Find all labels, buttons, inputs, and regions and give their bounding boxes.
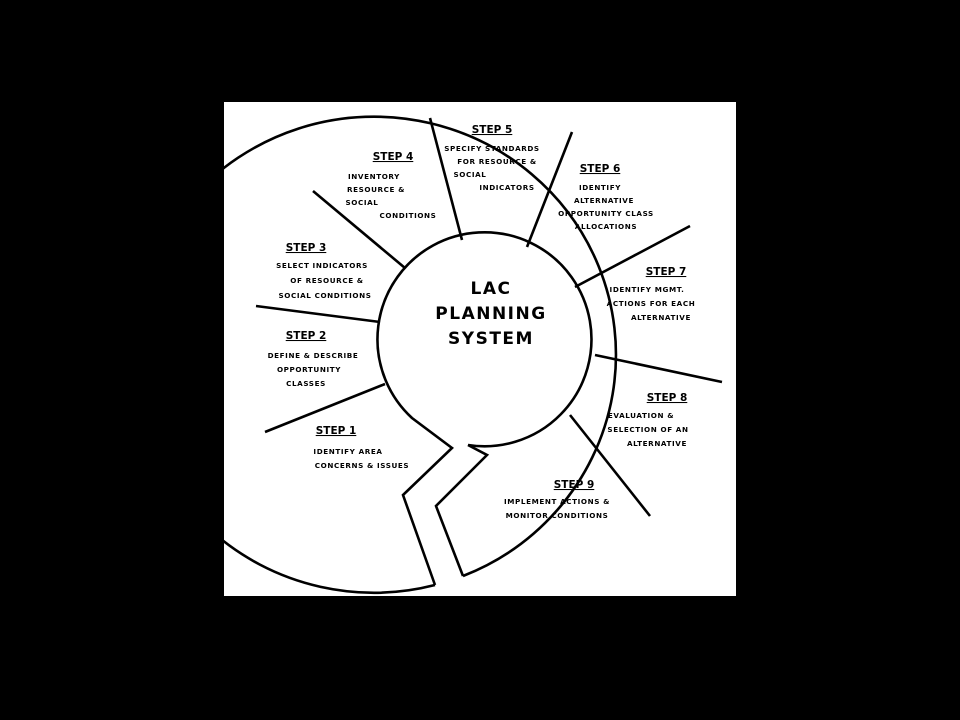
step-7-line-3: ALTERNATIVE (631, 313, 691, 322)
step-5-line-2: FOR RESOURCE & (457, 157, 537, 166)
step-8-line-1: EVALUATION & (608, 411, 674, 420)
divider-4-5 (428, 117, 464, 241)
diagram-panel (224, 102, 736, 596)
step-6-line-1: IDENTIFY (579, 183, 621, 192)
step-8-line-3: ALTERNATIVE (627, 439, 687, 448)
segment-dividers (255, 117, 723, 517)
step-4-title: STEP 4 (373, 151, 414, 163)
divider-6-7 (574, 224, 691, 289)
step-5-title: STEP 5 (472, 124, 513, 136)
center-label: LAC PLANNING SYSTEM (435, 279, 546, 349)
step-5-line-4: INDICATORS (479, 183, 534, 192)
step-6-segment: STEP 6 IDENTIFY ALTERNATIVE OPPORTUNITY … (558, 163, 654, 231)
step-7-line-2: ACTIONS FOR EACH (607, 299, 696, 308)
step-7-line-1: IDENTIFY MGMT. (610, 285, 685, 294)
step-2-title: STEP 2 (286, 330, 327, 342)
step-4-line-2: RESOURCE & (347, 185, 405, 194)
step-4-segment: STEP 4 INVENTORY RESOURCE & SOCIAL CONDI… (346, 151, 437, 220)
step-6-line-2: ALTERNATIVE (574, 196, 634, 205)
step-2-line-2: OPPORTUNITY (277, 365, 341, 374)
divider-5-6 (525, 131, 574, 248)
step-4-line-4: CONDITIONS (380, 211, 437, 220)
divider-8-9 (568, 414, 652, 517)
step-9-line-1: IMPLEMENT ACTIONS & (504, 497, 610, 506)
step-3-line-2: OF RESOURCE & (290, 276, 363, 285)
step-7-segment: STEP 7 IDENTIFY MGMT. ACTIONS FOR EACH A… (607, 266, 696, 322)
step-8-title: STEP 8 (647, 392, 688, 404)
step-1-segment: STEP 1 IDENTIFY AREA CONCERNS & ISSUES (313, 425, 409, 470)
divider-3-4 (312, 190, 406, 269)
step-1-line-1: IDENTIFY AREA (313, 447, 382, 456)
step-9-line-2: MONITOR CONDITIONS (506, 511, 609, 520)
step-5-segment: STEP 5 SPECIFY STANDARDS FOR RESOURCE & … (444, 124, 539, 192)
step-6-title: STEP 6 (580, 163, 621, 175)
step-3-line-1: SELECT INDICATORS (276, 261, 368, 270)
divider-7-8 (594, 353, 723, 384)
center-line-3: SYSTEM (448, 329, 534, 349)
step-5-line-3: SOCIAL (454, 170, 487, 179)
step-6-line-4: ALLOCATIONS (575, 222, 637, 231)
step-2-line-1: DEFINE & DESCRIBE (268, 351, 359, 360)
step-3-segment: STEP 3 SELECT INDICATORS OF RESOURCE & S… (276, 242, 371, 300)
step-9-segment: STEP 9 IMPLEMENT ACTIONS & MONITOR CONDI… (504, 479, 610, 520)
step-1-line-2: CONCERNS & ISSUES (315, 461, 409, 470)
center-line-1: LAC (471, 279, 512, 299)
step-4-line-1: INVENTORY (348, 172, 400, 181)
step-2-segment: STEP 2 DEFINE & DESCRIBE OPPORTUNITY CLA… (268, 330, 359, 388)
center-line-2: PLANNING (435, 304, 546, 324)
step-4-line-3: SOCIAL (346, 198, 379, 207)
step-2-line-3: CLASSES (286, 379, 326, 388)
step-3-title: STEP 3 (286, 242, 327, 254)
divider-1-2 (264, 382, 386, 434)
step-7-title: STEP 7 (646, 266, 687, 278)
tail-inner-edge (434, 443, 490, 577)
outer-ring (130, 115, 618, 594)
divider-2-3 (255, 304, 381, 324)
step-6-line-3: OPPORTUNITY CLASS (558, 209, 654, 218)
step-5-line-1: SPECIFY STANDARDS (444, 144, 539, 153)
step-8-segment: STEP 8 EVALUATION & SELECTION OF AN ALTE… (607, 392, 688, 448)
step-8-line-2: SELECTION OF AN (607, 425, 688, 434)
step-9-title: STEP 9 (554, 479, 595, 491)
step-3-line-3: SOCIAL CONDITIONS (279, 291, 372, 300)
step-1-title: STEP 1 (316, 425, 357, 437)
inner-circle-with-tail (376, 230, 593, 586)
